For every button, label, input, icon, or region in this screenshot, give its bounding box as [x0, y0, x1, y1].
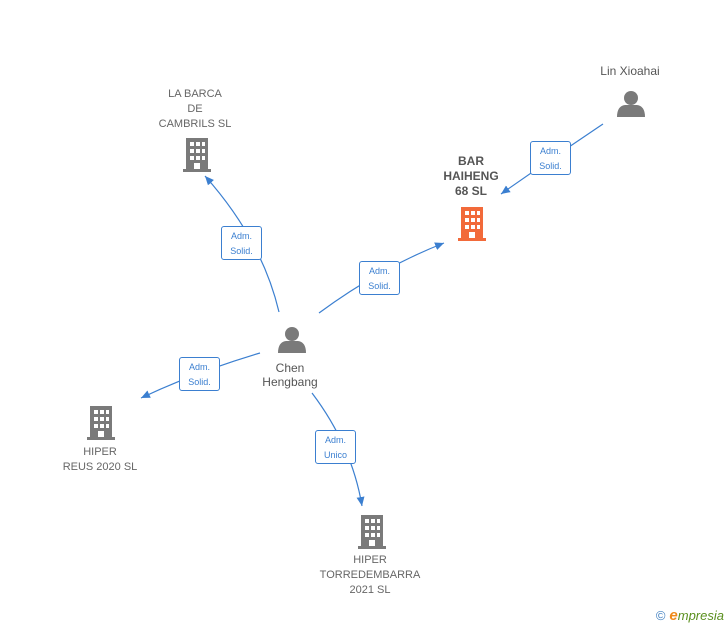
building-icon: [358, 515, 386, 549]
building-icon: [183, 138, 211, 172]
edge-label-lin-bar-haiheng: Adm. Solid.: [530, 141, 571, 175]
brand-initial: e: [669, 607, 678, 624]
edge-label-chen-la-barca: Adm. Solid.: [221, 226, 262, 260]
company-label-la-barca[interactable]: LA BARCA DE CAMBRILS SL: [158, 88, 232, 130]
edge-label-chen-bar-haiheng: Adm. Solid.: [359, 261, 400, 295]
copyright-symbol: ©: [655, 608, 666, 623]
building-icon: [87, 406, 115, 440]
edge-label-chen-hiper-torredembarra: Adm. Unico: [315, 430, 356, 464]
brand-logo[interactable]: ©empresia: [656, 607, 724, 624]
person-label-lin-xioahai[interactable]: Lin Xioahai: [600, 64, 660, 78]
brand-name: mpresia: [677, 608, 724, 623]
company-label-bar-haiheng[interactable]: BAR HAIHENG 68 SL: [443, 154, 499, 198]
person-label-chen-hengbang[interactable]: Chen Hengbang: [262, 361, 318, 389]
building-icon-highlighted: [458, 207, 486, 241]
person-icon: [617, 91, 645, 117]
edge-label-chen-hiper-reus: Adm. Solid.: [179, 357, 220, 391]
company-label-hiper-reus[interactable]: HIPER REUS 2020 SL: [62, 446, 138, 473]
person-icon: [278, 327, 306, 353]
company-label-hiper-torredembarra[interactable]: HIPER TORREDEMBARRA 2021 SL: [319, 554, 421, 596]
